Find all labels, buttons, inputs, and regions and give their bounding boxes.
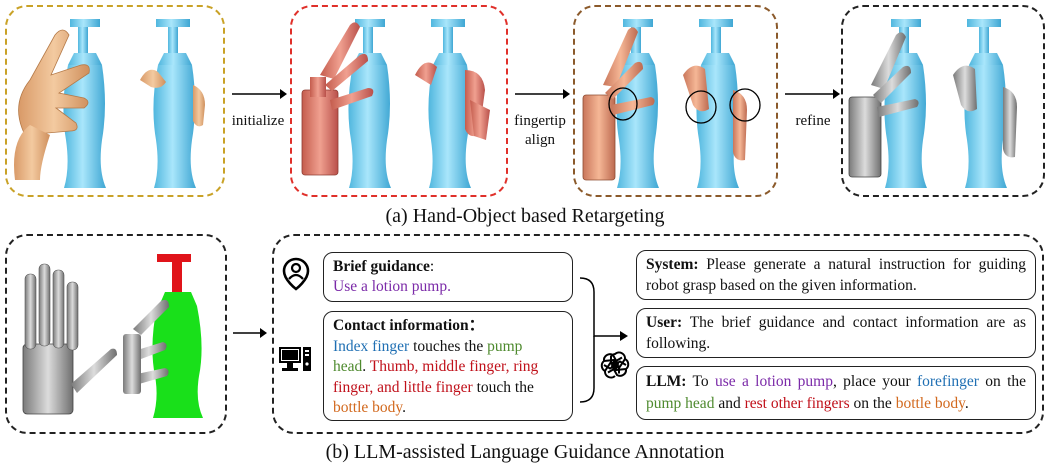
contact-information-box: Contact information： Index finger touche… [323,311,573,421]
contact-bottle-body: bottle body [333,399,403,416]
llm-text-and: and [714,395,745,412]
llm-rest-other-fingers: rest other fingers [744,395,850,412]
llm-end-period: . [964,395,969,412]
refine-arrow [785,89,840,99]
llm-text-on-the: on the [978,373,1027,390]
llm-pump-head: pump head [646,395,715,412]
brief-guidance-box: Brief guidance: Use a lotion pump. [323,252,573,302]
llm-text-place: , place your [832,373,917,390]
fingertip-align-label: fingertip align [500,112,580,150]
brief-guidance-colon: : [429,258,435,275]
location-person-icon [282,257,310,291]
contact-information-title: Contact information： [333,317,485,334]
llm-forefinger: forefinger [916,373,979,390]
fingertip-align-arrow [515,89,570,99]
contact-finger-little: finger, and little finger [333,378,473,396]
panel-contact-visualization [5,234,227,434]
contact-thumb-middle-ring: Thumb, middle finger, ring [369,358,539,375]
llm-text-to: To [686,373,715,390]
contact-pump: pump [487,337,523,355]
openai-logo-icon [600,351,630,379]
user-prompt-box: User: The brief guidance and contact inf… [636,308,1036,358]
system-prompt-box: System: Please generate a natural instru… [636,250,1036,300]
system-text: Please generate a natural instruction fo… [646,256,1026,294]
initialize-arrow [232,89,287,99]
brief-guidance-text: Use a lotion pump. [333,278,451,295]
user-text: The brief guidance and contact informati… [646,314,1026,352]
panel-initialized [290,5,508,197]
panel-human-hand [5,5,225,197]
contact-end-period: . [402,399,407,416]
to-annotation-arrow [233,328,267,338]
panel-fingertip-aligned [573,5,778,197]
contact-period: . [362,358,370,375]
contact-head: head [333,358,363,375]
fingertip-label-line2: align [525,132,555,148]
system-label: System: [646,256,699,273]
caption-b: (b) LLM-assisted Language Guidance Annot… [325,441,725,463]
brief-guidance-title: Brief guidance [333,258,430,275]
contact-index-finger: Index finger [333,337,410,355]
llm-use-lotion-pump: use a lotion pump [714,373,833,390]
llm-bottle-body: bottle body [895,395,965,412]
initialize-label: initialize [231,113,285,129]
user-label: User: [646,314,683,331]
llm-text-on-the-2: on the [849,395,896,412]
panel-llm-annotation [272,234,1044,434]
contact-touches: touches the [409,337,488,355]
contact-visualization-illustration [22,254,203,418]
desktop-computer-icon [279,347,311,371]
llm-label: LLM: [646,373,687,390]
aligned-robot-hand-illustration [582,19,761,188]
caption-a: (a) Hand-Object based Retargeting [385,205,665,227]
fingertip-label-line1: fingertip [514,113,566,129]
llm-output-box: LLM: To use a lotion pump, place your fo… [636,366,1036,420]
human-hand-bottles-illustration [14,19,205,188]
panel-refined [841,5,1045,197]
refined-robot-hand-illustration [848,19,1017,188]
bracket-merge-arrow-icon [579,277,628,403]
initialized-robot-hand-illustration [301,19,490,188]
refine-label: refine [795,113,831,129]
contact-touch-the: touch the [472,378,534,396]
